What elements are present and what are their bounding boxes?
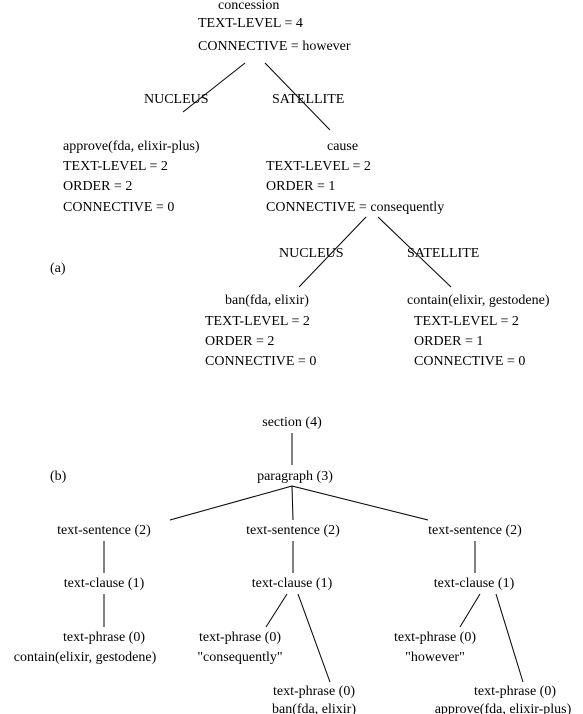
cause-node: cause TEXT-LEVEL = 2 ORDER = 1 CONNECTIV… <box>266 139 444 215</box>
sentence-branch-2: text-sentence (2) text-clause (1) text-p… <box>197 523 356 714</box>
cause-text-level: TEXT-LEVEL = 2 <box>266 159 371 174</box>
edge-paragraph-sentence-2 <box>291 485 294 521</box>
text-clause-3: text-clause (1) <box>434 576 515 591</box>
concession-nucleus-label: NUCLEUS <box>144 92 209 107</box>
cause-satellite-label: SATELLITE <box>407 246 479 261</box>
text-phrase-2a-content: "consequently" <box>197 650 282 665</box>
cause-relation: cause <box>327 139 358 154</box>
text-phrase-3a-content: "however" <box>405 650 465 665</box>
cause-nucleus-label: NUCLEUS <box>279 246 344 261</box>
paragraph-node: paragraph (3) <box>257 469 333 484</box>
concession-node: concession TEXT-LEVEL = 4 CONNECTIVE = h… <box>198 0 351 54</box>
part-a-label: (a) <box>50 261 66 276</box>
approve-node: approve(fda, elixir-plus) TEXT-LEVEL = 2… <box>63 139 200 215</box>
sentence-branch-3: text-sentence (2) text-clause (1) text-p… <box>394 523 572 714</box>
rhetorical-structure-tree: concession TEXT-LEVEL = 4 CONNECTIVE = h… <box>50 0 550 369</box>
edge-concession-nucleus <box>182 62 246 113</box>
section-node: section (4) <box>262 415 322 430</box>
edge-clause-3-phrase-2 <box>495 593 524 683</box>
ban-text-level: TEXT-LEVEL = 2 <box>205 314 310 329</box>
edge-clause-2-phrase-2 <box>297 593 331 683</box>
part-b-label: (b) <box>50 469 67 484</box>
contain-order: ORDER = 1 <box>414 334 483 349</box>
ban-name: ban(fda, elixir) <box>225 293 309 308</box>
approve-order: ORDER = 2 <box>63 179 132 194</box>
edge-cause-nucleus <box>298 216 367 288</box>
document-structure-tree: section (4) (b) paragraph (3) text-sente… <box>14 415 572 714</box>
text-phrase-1-content: contain(elixir, gestodene) <box>14 650 157 665</box>
edge-paragraph-sentence-1 <box>169 485 293 521</box>
cause-order: ORDER = 1 <box>266 179 335 194</box>
contain-node: contain(elixir, gestodene) TEXT-LEVEL = … <box>407 293 550 369</box>
edge-concession-satellite <box>264 62 331 131</box>
text-sentence-1: text-sentence (2) <box>57 523 151 538</box>
sentence-branch-1: text-sentence (2) text-clause (1) text-p… <box>14 523 157 665</box>
contain-text-level: TEXT-LEVEL = 2 <box>414 314 519 329</box>
approve-name: approve(fda, elixir-plus) <box>63 139 200 154</box>
edge-paragraph-sentence-3 <box>291 485 429 521</box>
text-sentence-3: text-sentence (2) <box>428 523 522 538</box>
cause-connective: CONNECTIVE = consequently <box>266 200 444 215</box>
ban-order: ORDER = 2 <box>205 334 274 349</box>
contain-connective: CONNECTIVE = 0 <box>414 354 525 369</box>
approve-text-level: TEXT-LEVEL = 2 <box>63 159 168 174</box>
text-phrase-1: text-phrase (0) <box>63 630 145 645</box>
approve-connective: CONNECTIVE = 0 <box>63 200 174 215</box>
concession-connective: CONNECTIVE = however <box>198 39 351 54</box>
ban-node: ban(fda, elixir) TEXT-LEVEL = 2 ORDER = … <box>205 293 316 369</box>
concession-relation: concession <box>218 0 279 13</box>
ban-connective: CONNECTIVE = 0 <box>205 354 316 369</box>
edge-clause-2-phrase-1 <box>265 593 288 628</box>
text-phrase-2b-content: ban(fda, elixir) <box>272 702 356 714</box>
contain-name: contain(elixir, gestodene) <box>407 293 550 308</box>
edge-cause-satellite <box>377 216 452 288</box>
text-phrase-3a: text-phrase (0) <box>394 630 476 645</box>
text-sentence-2: text-sentence (2) <box>246 523 340 538</box>
text-phrase-3b-content: approve(fda, elixir-plus) <box>435 702 572 714</box>
concession-text-level: TEXT-LEVEL = 4 <box>198 16 303 31</box>
concession-satellite-label: SATELLITE <box>272 92 344 107</box>
text-phrase-2b: text-phrase (0) <box>273 684 355 699</box>
text-phrase-2a: text-phrase (0) <box>199 630 281 645</box>
text-clause-1: text-clause (1) <box>64 576 145 591</box>
text-clause-2: text-clause (1) <box>252 576 333 591</box>
text-phrase-3b: text-phrase (0) <box>474 684 556 699</box>
edge-clause-3-phrase-1 <box>459 593 481 628</box>
